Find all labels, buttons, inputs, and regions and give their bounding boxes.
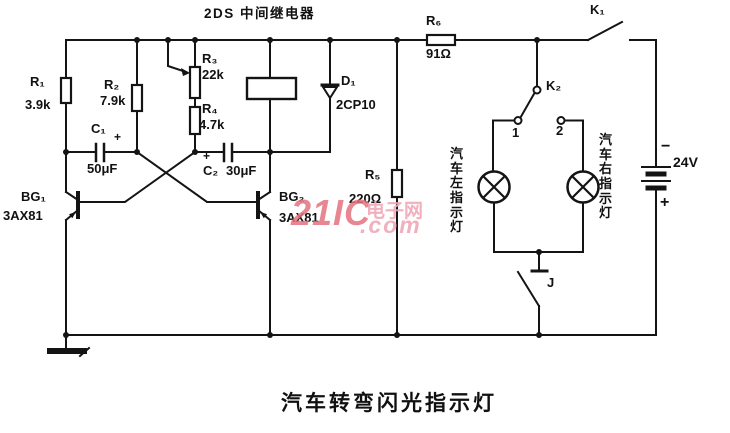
bg1-label: BG₁ bbox=[21, 189, 46, 204]
c2-polarity: + bbox=[203, 149, 211, 163]
transistor-bg2 bbox=[135, 150, 272, 336]
r2-value: 7.9k bbox=[100, 93, 126, 108]
c1-value: 50μF bbox=[87, 161, 118, 176]
bg1-value: 3AX81 bbox=[3, 208, 43, 223]
switch-j bbox=[493, 251, 584, 336]
relay-title: 2DS 中间继电器 bbox=[204, 6, 316, 21]
battery-minus-sign: − bbox=[661, 138, 671, 155]
k2-contact-2-label: 2 bbox=[556, 123, 564, 138]
r6-value: 91Ω bbox=[426, 46, 451, 61]
c2-value: 30μF bbox=[226, 163, 257, 178]
r4-label: R₄ bbox=[202, 101, 218, 116]
switch-k1 bbox=[586, 20, 657, 42]
d1-value: 2CP10 bbox=[336, 97, 376, 112]
battery-plus-sign: + bbox=[660, 194, 670, 211]
diagram-caption: 汽车转弯闪光指示灯 bbox=[281, 391, 497, 415]
r5-value: 220Ω bbox=[349, 191, 382, 206]
diode-d1 bbox=[269, 39, 340, 153]
r1-label: R₁ bbox=[30, 74, 45, 89]
lamp-left bbox=[477, 119, 516, 253]
capacitor-c2 bbox=[194, 142, 271, 163]
resistor-r3 bbox=[188, 39, 202, 108]
c2-label: C₂ bbox=[203, 163, 219, 178]
ground-icon bbox=[47, 334, 91, 358]
lamp-right bbox=[563, 119, 600, 253]
transistor-bg1 bbox=[64, 150, 197, 336]
k2-label: K₂ bbox=[546, 78, 562, 93]
r1-value: 3.9k bbox=[25, 97, 51, 112]
k2-contact-1-label: 1 bbox=[512, 125, 520, 140]
capacitor-c1 bbox=[65, 142, 138, 163]
c1-label: C₁ bbox=[91, 121, 106, 136]
relay-coil bbox=[245, 39, 298, 153]
resistor-r6 bbox=[425, 33, 457, 47]
junction-dots bbox=[63, 37, 542, 338]
resistor-r1 bbox=[59, 39, 73, 193]
resistor-r2 bbox=[130, 39, 144, 153]
r2-label: R₂ bbox=[104, 77, 120, 92]
resistor-r5 bbox=[390, 39, 404, 336]
r3-wiper-arrow bbox=[167, 39, 190, 76]
bg2-value: 3AX81 bbox=[279, 210, 319, 225]
r3-label: R₃ bbox=[202, 51, 218, 66]
r5-label: R₅ bbox=[365, 167, 381, 182]
r6-label: R₆ bbox=[426, 13, 442, 28]
c1-polarity: + bbox=[114, 130, 122, 144]
bg2-label: BG₂ bbox=[279, 189, 305, 204]
k1-label: K₁ bbox=[590, 2, 605, 17]
battery-24v bbox=[641, 39, 671, 336]
lamp-right-label: 汽车右指示灯 bbox=[599, 132, 613, 221]
lamp-left-label: 汽车左指示灯 bbox=[450, 146, 464, 235]
j-label: J bbox=[547, 275, 555, 290]
d1-label: D₁ bbox=[341, 73, 356, 88]
r3-value: 22k bbox=[202, 67, 224, 82]
switch-k2 bbox=[513, 39, 566, 125]
r4-value: 4.7k bbox=[199, 117, 225, 132]
battery-voltage-label: 24V bbox=[673, 154, 698, 170]
